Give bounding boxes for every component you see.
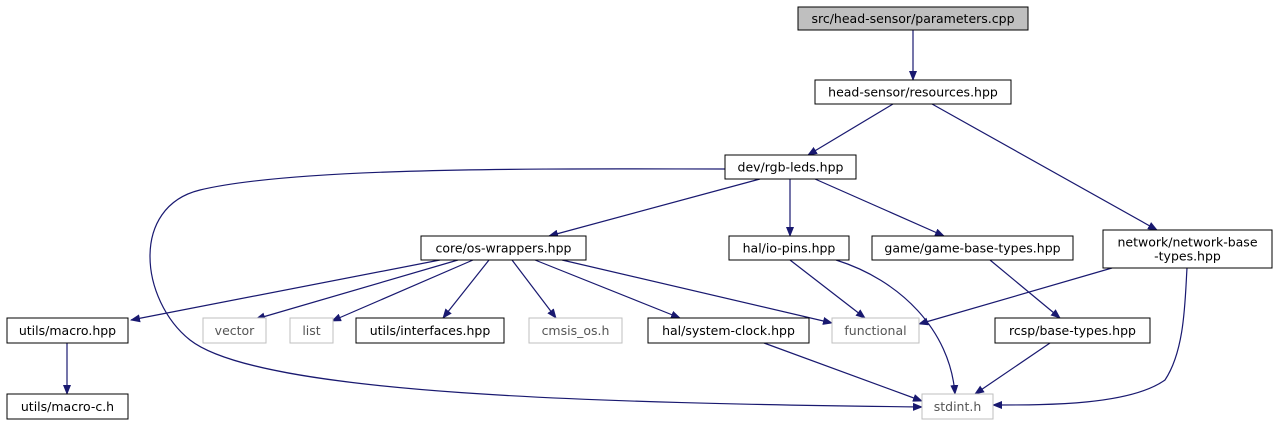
node-label-network_base_types_hpp: network/network-base	[1117, 235, 1257, 250]
node-box-vector	[202, 317, 267, 344]
node-box-interfaces_hpp	[355, 317, 505, 344]
node-label-stdint_h: stdint.h	[934, 399, 982, 414]
node-label-rgb_leds_hpp: dev/rgb-leds.hpp	[738, 160, 844, 175]
node-label-macro_hpp: utils/macro.hpp	[19, 323, 116, 338]
node-box-rgb_leds_hpp	[724, 154, 857, 180]
node-resources_hpp[interactable]: head-sensor/resources.hpp	[814, 79, 1012, 105]
node-box-game_base_types_hpp	[871, 235, 1074, 261]
node-label-base_types_hpp: rcsp/base-types.hpp	[1009, 323, 1136, 338]
node-box-resources_hpp	[814, 79, 1012, 105]
node-macro_hpp[interactable]: utils/macro.hpp	[6, 317, 129, 344]
node-network_base_types_hpp[interactable]: network/network-base-types.hpp	[1102, 229, 1273, 269]
node-box-os_wrappers_hpp	[420, 235, 587, 261]
node-box-stdint_h	[921, 393, 994, 420]
edge-game_base_types_hpp-to-base_types_hpp	[989, 259, 1061, 319]
edge-network_base_types_hpp-to-functional	[918, 267, 1113, 326]
edge-os_wrappers_hpp-to-cmsis_os_h	[511, 259, 557, 319]
node-vector: vector	[202, 317, 267, 344]
edge-io_pins_hpp-to-stdint_h	[835, 259, 959, 395]
node-base_types_hpp[interactable]: rcsp/base-types.hpp	[994, 317, 1151, 344]
edge-io_pins_hpp-to-functional	[789, 259, 866, 319]
node-game_base_types_hpp[interactable]: game/game-base-types.hpp	[871, 235, 1074, 261]
node-label-interfaces_hpp: utils/interfaces.hpp	[370, 323, 491, 338]
edge-rgb_leds_hpp-to-stdint_h	[149, 168, 923, 411]
edge-os_wrappers_hpp-to-macro_hpp	[130, 259, 441, 323]
node-rgb_leds_hpp[interactable]: dev/rgb-leds.hpp	[724, 154, 857, 180]
node-label-network_base_types_hpp: -types.hpp	[1154, 249, 1221, 264]
nodes-layer: src/head-sensor/parameters.cpp head-senso…	[6, 6, 1273, 420]
node-label-io_pins_hpp: hal/io-pins.hpp	[743, 241, 836, 256]
node-box-macro_hpp	[6, 317, 129, 344]
node-interfaces_hpp[interactable]: utils/interfaces.hpp	[355, 317, 505, 344]
edge-resources_hpp-to-rgb_leds_hpp	[807, 103, 894, 156]
node-box-macro_c_h	[6, 393, 129, 420]
node-label-functional: functional	[844, 323, 906, 338]
node-os_wrappers_hpp[interactable]: core/os-wrappers.hpp	[420, 235, 587, 261]
edge-network_base_types_hpp-to-stdint_h	[992, 267, 1188, 409]
edge-rgb_leds_hpp-to-os_wrappers_hpp	[548, 178, 761, 238]
node-box-io_pins_hpp	[728, 235, 850, 261]
node-label-parameters_cpp: src/head-sensor/parameters.cpp	[811, 11, 1014, 26]
node-label-os_wrappers_hpp: core/os-wrappers.hpp	[436, 241, 572, 256]
node-parameters_cpp[interactable]: src/head-sensor/parameters.cpp	[797, 6, 1029, 31]
node-label-list: list	[302, 323, 320, 338]
edges-layer	[63, 30, 1188, 411]
node-label-system_clock_hpp: hal/system-clock.hpp	[662, 323, 795, 338]
edge-os_wrappers_hpp-to-list	[331, 259, 474, 322]
node-macro_c_h[interactable]: utils/macro-c.h	[6, 393, 129, 420]
edge-os_wrappers_hpp-to-system_clock_hpp	[534, 259, 681, 319]
node-functional: functional	[831, 317, 920, 344]
node-box-network_base_types_hpp	[1102, 229, 1273, 269]
node-box-parameters_cpp	[797, 6, 1029, 31]
node-list: list	[289, 317, 334, 344]
edge-resources_hpp-to-network_base_types_hpp	[931, 103, 1158, 231]
node-box-base_types_hpp	[994, 317, 1151, 344]
edge-os_wrappers_hpp-to-interfaces_hpp	[442, 259, 490, 319]
node-box-system_clock_hpp	[647, 317, 810, 344]
edge-os_wrappers_hpp-to-functional	[561, 259, 833, 325]
node-label-cmsis_os_h: cmsis_os.h	[542, 323, 610, 338]
edge-rgb_leds_hpp-to-game_base_types_hpp	[814, 178, 945, 237]
node-system_clock_hpp[interactable]: hal/system-clock.hpp	[647, 317, 810, 344]
node-box-cmsis_os_h	[528, 317, 623, 344]
edge-system_clock_hpp-to-stdint_h	[763, 342, 923, 402]
node-label-macro_c_h: utils/macro-c.h	[21, 399, 114, 414]
node-label-vector: vector	[215, 323, 256, 338]
node-stdint_h: stdint.h	[921, 393, 994, 420]
node-io_pins_hpp[interactable]: hal/io-pins.hpp	[728, 235, 850, 261]
node-box-functional	[831, 317, 920, 344]
node-cmsis_os_h: cmsis_os.h	[528, 317, 623, 344]
node-box-list	[289, 317, 334, 344]
edge-base_types_hpp-to-stdint_h	[974, 342, 1051, 395]
edge-os_wrappers_hpp-to-vector	[255, 259, 459, 321]
node-label-game_base_types_hpp: game/game-base-types.hpp	[884, 241, 1060, 256]
node-label-resources_hpp: head-sensor/resources.hpp	[828, 85, 998, 100]
